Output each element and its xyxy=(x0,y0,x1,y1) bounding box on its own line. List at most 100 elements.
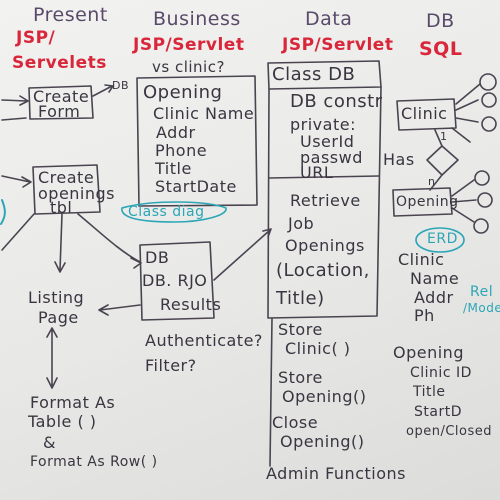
format-row: Format As Row( ) xyxy=(30,454,158,470)
erd-clinic-entity: Clinic xyxy=(401,104,448,123)
erd-cardinality-one: 1 xyxy=(440,130,448,143)
opening-table-name: Opening xyxy=(393,343,464,362)
store-clinic-line1: Store xyxy=(278,320,323,339)
opening-field-phone: Phone xyxy=(155,141,208,160)
clinic-attr-3 xyxy=(455,117,479,123)
methods-bracket xyxy=(269,317,273,467)
clinic-table-name: Clinic xyxy=(398,250,445,269)
format-table-line2: Table ( ) xyxy=(28,412,97,431)
arrow-results-to-listing xyxy=(98,304,141,316)
erd-label: ERD xyxy=(427,231,458,247)
class-db-field-userid: UserId xyxy=(300,132,355,151)
opening-field-start-date: StartDate xyxy=(155,177,237,196)
clinic-attr-addr: Addr xyxy=(414,288,454,307)
create-openings-line3: tbl xyxy=(50,198,73,217)
erd-opening-entity: Opening xyxy=(396,194,459,210)
retrieve-method-line5: Title) xyxy=(276,288,325,309)
class-db-private-label: private: xyxy=(290,115,356,134)
filter-note: Filter? xyxy=(145,356,197,375)
opening-entity-box xyxy=(392,187,453,217)
class-db-field-passwd: passwd xyxy=(300,148,363,167)
create-form-line2: Form xyxy=(38,102,81,121)
create-openings-box xyxy=(32,164,101,215)
rel-model-line1: Rel xyxy=(470,284,494,300)
erd-cardinality-n: n xyxy=(428,175,436,188)
format-table-line1: Format As xyxy=(30,393,116,412)
business-db-box-line2: DB. RJO xyxy=(142,271,208,290)
opening-attr-2 xyxy=(451,199,477,203)
clinic-attr-1 xyxy=(455,83,481,105)
clinic-entity-box xyxy=(396,98,457,131)
erd-has-label: Has xyxy=(383,150,415,169)
retrieve-method-line3: Openings xyxy=(285,236,365,255)
format-connector: & xyxy=(43,433,56,452)
class-db-constructor: DB constr xyxy=(290,91,383,112)
has-to-opening xyxy=(429,174,443,191)
opening-field-addr: Addr xyxy=(156,123,196,142)
business-heading: Business xyxy=(153,8,241,30)
opening-attr-clinic-id: Clinic ID xyxy=(410,365,472,381)
business-db-box-line3: Results xyxy=(160,295,222,314)
has-diamond xyxy=(426,145,459,176)
db-heading: DB xyxy=(426,10,455,32)
business-tech: JSP/Servlet xyxy=(133,35,245,55)
store-clinic-line2: Clinic( ) xyxy=(285,339,351,358)
retrieve-method-line2: Job xyxy=(288,214,315,233)
business-question: vs clinic? xyxy=(152,58,225,76)
create-form-line1: Create xyxy=(33,87,90,106)
clinic-attr-1-oval xyxy=(479,73,497,91)
business-db-box xyxy=(139,241,215,321)
arrow-dbbox-to-data xyxy=(213,228,272,281)
opening-attr-1 xyxy=(451,179,475,197)
business-db-box-line1: DB xyxy=(145,248,170,267)
class-diag-label: Class diag xyxy=(128,204,205,220)
listing-page-line1: Listing xyxy=(28,288,85,307)
data-tech: JSP/Servlet xyxy=(282,35,394,55)
create-openings-line1: Create xyxy=(38,168,95,187)
clinic-to-has xyxy=(434,129,443,147)
left-edge-teal-curve xyxy=(0,199,6,225)
opening-field-title: Title xyxy=(155,159,192,178)
class-db-title: Class DB xyxy=(272,64,356,85)
clinic-attr-3-oval xyxy=(481,116,497,132)
create-form-db-tag: DB xyxy=(112,79,130,92)
arrow-into-create-form xyxy=(1,95,29,106)
close-opening-line1: Close xyxy=(272,413,319,432)
opening-class-box xyxy=(136,75,258,207)
erd-outline xyxy=(415,227,465,253)
arrow-form-to-db xyxy=(92,84,114,97)
clinic-attr-2 xyxy=(455,99,479,111)
create-openings-line2: openings xyxy=(38,184,116,203)
db-tech: SQL xyxy=(419,38,463,60)
opening-attr-open-closed: open/Closed xyxy=(406,424,492,439)
opening-field-clinic-name: Clinic Name xyxy=(153,104,255,123)
present-heading: Present xyxy=(33,4,108,26)
class-db-divider xyxy=(268,175,380,179)
store-opening-line2: Opening() xyxy=(282,387,367,406)
listing-page-line2: Page xyxy=(38,308,79,327)
store-opening-line1: Store xyxy=(278,368,323,387)
admin-functions: Admin Functions xyxy=(266,464,406,483)
opening-attr-startd: StartD xyxy=(414,404,462,420)
clinic-attr-4 xyxy=(451,127,471,143)
data-heading: Data xyxy=(305,8,353,30)
opening-attr-title: Title xyxy=(413,384,446,400)
clinic-attr-2-oval xyxy=(481,92,497,108)
class-db-field-url: URL xyxy=(300,163,334,182)
arrow-openings-to-dbbox xyxy=(77,213,142,269)
opening-attr-3-oval xyxy=(473,218,489,234)
arrow-into-create-openings xyxy=(1,175,32,188)
rel-model-line2: /Model xyxy=(463,301,500,315)
arrow-openings-to-listing xyxy=(54,213,66,273)
close-opening-line2: Opening() xyxy=(280,432,365,451)
clinic-attr-name: Name xyxy=(410,269,460,288)
create-form-box xyxy=(28,85,94,120)
present-tech-line2: Servelets xyxy=(12,53,107,73)
opening-attr-3 xyxy=(451,207,475,223)
left-edge-line-lower xyxy=(1,213,35,251)
opening-attr-1-oval xyxy=(474,170,490,186)
clinic-attr-ph: Ph xyxy=(414,306,435,325)
present-tech-line1: JSP/ xyxy=(16,28,56,48)
